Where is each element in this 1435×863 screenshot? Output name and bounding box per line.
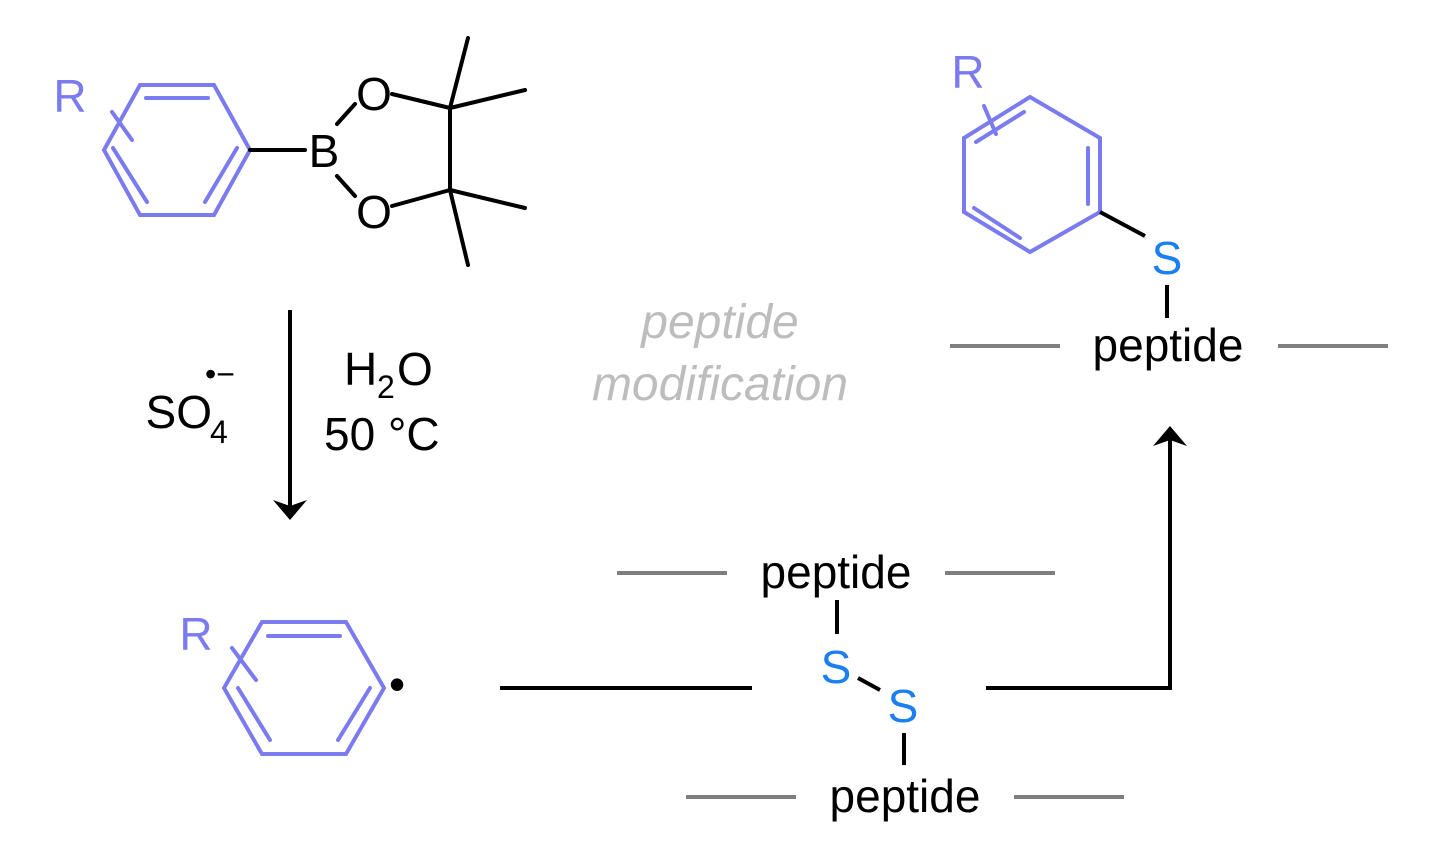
sulfur-atom-product: S <box>1152 232 1183 284</box>
peptide-product-label: peptide <box>1093 319 1244 371</box>
radical-dot: • <box>389 658 405 710</box>
svg-text:SO: SO <box>146 386 212 438</box>
annotation-line-1: peptide <box>639 296 798 349</box>
boron-atom: B <box>309 125 340 177</box>
oxygen-atom-bottom: O <box>356 186 392 238</box>
oxidant-radical-anion: •− <box>205 356 235 392</box>
aryl-radical: R • <box>179 608 405 756</box>
aryl-ring-radical <box>221 620 387 756</box>
peptide-bottom-label: peptide <box>830 770 981 822</box>
sulfur-atom-right: S <box>888 680 919 732</box>
oxidant-main: SO <box>146 386 212 438</box>
oxygen-atom-top: O <box>356 68 392 120</box>
r-group-radical: R <box>179 608 212 660</box>
pinacol-bonds <box>248 36 527 267</box>
oxidant-label: SO 4 •− <box>146 356 235 450</box>
peptide-modification-annotation: peptide modification <box>592 296 848 411</box>
oxidant-subscript: 4 <box>210 414 228 450</box>
temperature-label: 50 °C <box>324 408 440 460</box>
aryl-thioether-product: R S peptide <box>950 46 1388 371</box>
r-group-product: R <box>951 46 984 98</box>
solvent-label: H 2 O <box>344 343 433 405</box>
annotation-line-2: modification <box>592 358 848 411</box>
solvent-h: H <box>344 343 377 395</box>
aryl-boronate-reactant: R B O O <box>53 36 527 267</box>
solvent-o: O <box>397 343 433 395</box>
sulfur-atom-left: S <box>821 641 852 693</box>
reaction-arrow-up <box>986 426 1187 690</box>
r-group-reactant: R <box>53 70 86 122</box>
peptide-top-label: peptide <box>761 546 912 598</box>
solvent-subscript: 2 <box>377 369 395 405</box>
disulfide-peptide: peptide S S peptide <box>617 546 1124 822</box>
aryl-ring-reactant <box>101 83 253 217</box>
aryl-ring-product <box>962 94 1102 255</box>
